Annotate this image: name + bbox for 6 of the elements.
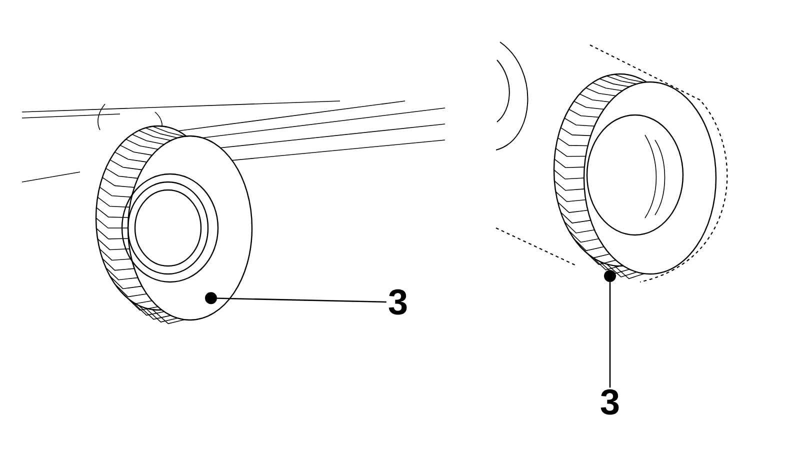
tire-drawing: [553, 73, 717, 280]
callout-number: 3: [388, 289, 407, 315]
callout-number: 3: [600, 389, 619, 415]
leader-line: [604, 270, 616, 388]
leader-line: [205, 292, 386, 304]
tire-drawing: [95, 125, 253, 324]
